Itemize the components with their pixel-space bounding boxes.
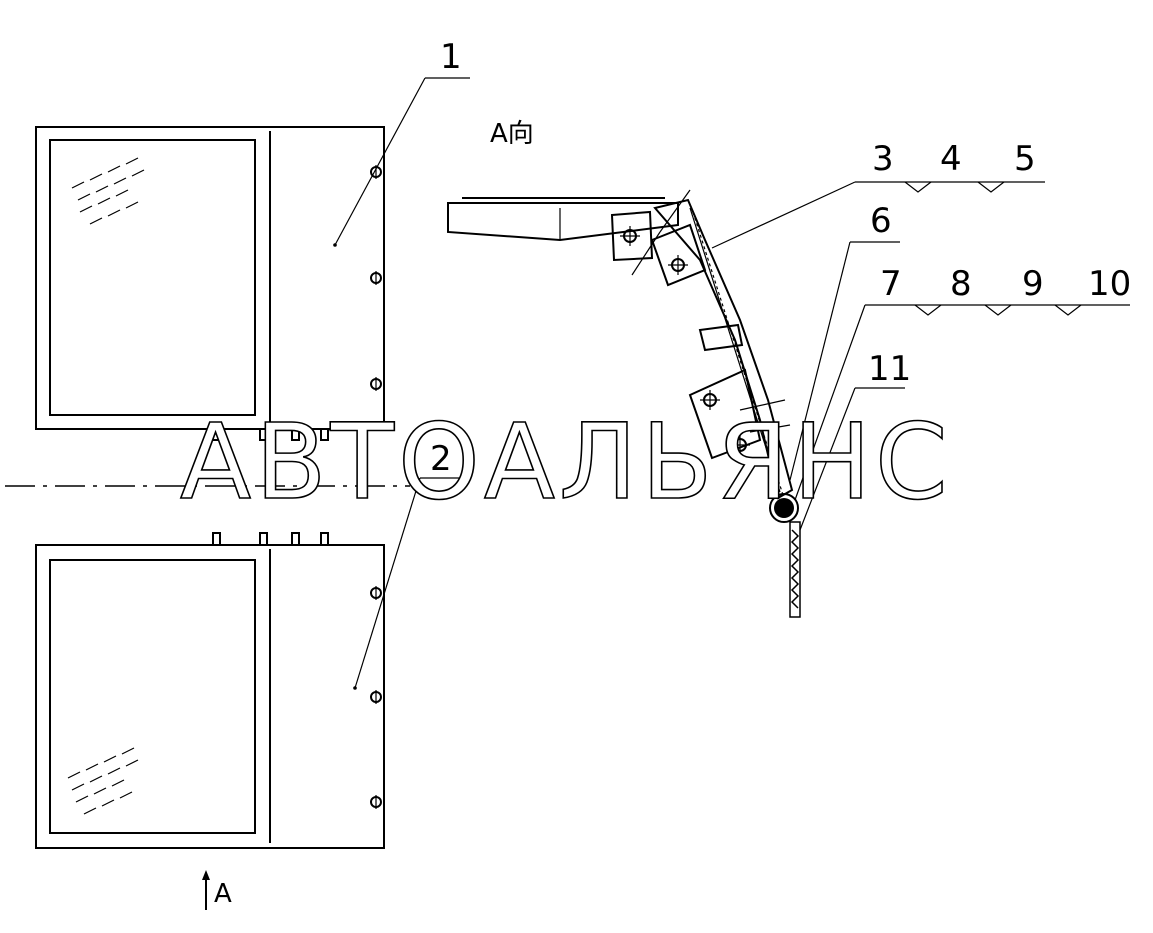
part-label-4: 4 bbox=[940, 139, 962, 179]
view-direction-label: A向 bbox=[490, 119, 534, 149]
part-label-2: 2 bbox=[430, 439, 452, 479]
bolt-icon bbox=[620, 226, 640, 246]
bolt-icon bbox=[370, 165, 382, 179]
vent-slots bbox=[67, 747, 139, 815]
part-label-10: 10 bbox=[1088, 264, 1131, 304]
part-label-11: 11 bbox=[868, 349, 911, 389]
view-arrow-icon bbox=[202, 870, 210, 910]
part-label-3: 3 bbox=[872, 139, 894, 179]
clamp-nut-icon bbox=[769, 493, 799, 523]
part-label-9: 9 bbox=[1022, 264, 1044, 304]
bolt-icon bbox=[370, 795, 382, 809]
part-label-1: 1 bbox=[440, 37, 462, 77]
watermark: АВТОАЛЬЯНС bbox=[180, 401, 952, 523]
bolt-icon bbox=[370, 690, 382, 704]
lower-panel bbox=[35, 532, 385, 849]
bracket-assembly bbox=[447, 189, 801, 618]
bolt-icon bbox=[370, 586, 382, 600]
bolt-icon bbox=[370, 271, 382, 285]
part-label-6: 6 bbox=[870, 201, 892, 241]
bolt-icon bbox=[730, 435, 750, 455]
upper-panel bbox=[35, 126, 385, 441]
part-label-7: 7 bbox=[880, 264, 902, 304]
vent-slots bbox=[71, 157, 145, 225]
part-label-5: 5 bbox=[1014, 139, 1036, 179]
part-label-8: 8 bbox=[950, 264, 972, 304]
bolt-icon bbox=[370, 377, 382, 391]
bolt-icon bbox=[700, 390, 720, 410]
view-marker-label: A bbox=[214, 879, 232, 909]
bolt-icon bbox=[668, 255, 688, 275]
